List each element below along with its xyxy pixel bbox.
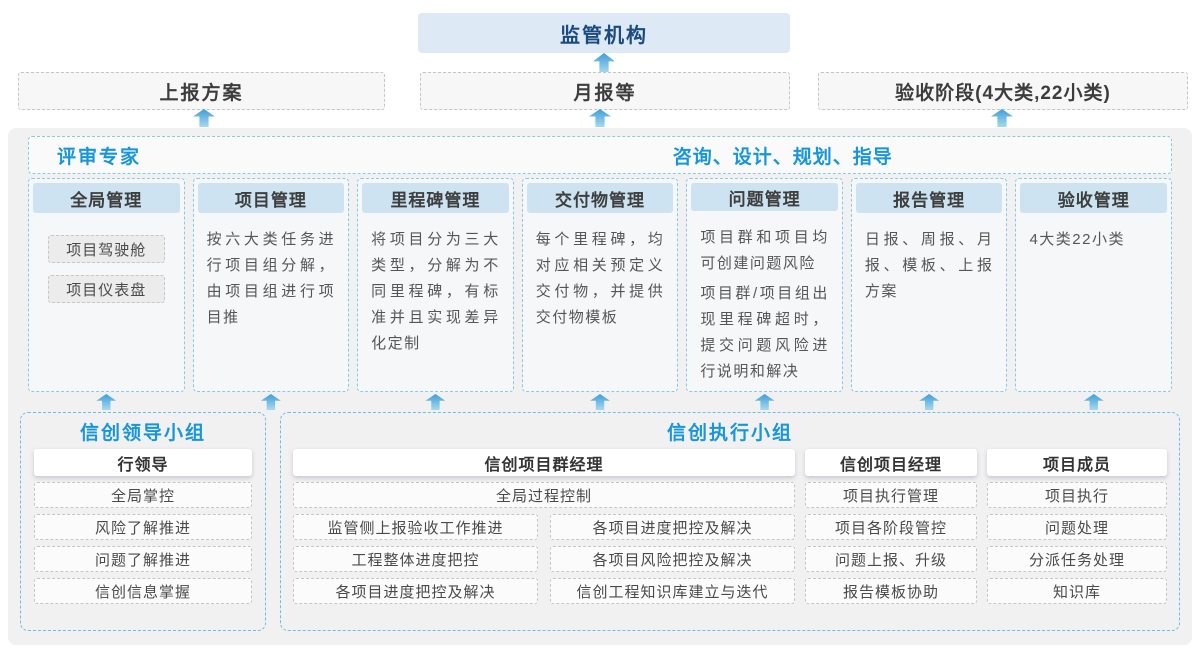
- main-container: 评审专家 咨询、设计、规划、指导 全局管理 项目驾驶舱 项目仪表盘 项目管理 按…: [8, 128, 1192, 645]
- report-box-monthly: 月报等: [420, 72, 790, 110]
- execution-group: 信创执行小组 信创项目群经理 全局过程控制 监管侧上报验收工作推进 各项目进度把…: [280, 412, 1180, 631]
- duty-item: 工程整体进度把控: [293, 546, 538, 572]
- duty-item: 知识库: [987, 578, 1167, 604]
- report-box-acceptance: 验收阶段(4大类,22小类): [818, 72, 1188, 110]
- column-description: 按六大类任务进行项目组分解，由项目组进行项目推: [206, 231, 336, 326]
- column-milestone-mgmt: 里程碑管理 将项目分为三大类型，分解为不同里程碑，有标准并且实现差异化定制: [357, 178, 514, 392]
- project-member-subgroup: 项目成员 项目执行 问题处理 分派任务处理 知识库: [987, 449, 1167, 604]
- column-description: 将项目分为三大类型，分解为不同里程碑，有标准并且实现差异化定制: [371, 231, 500, 352]
- role-pill-bank-leader: 行领导: [34, 449, 252, 476]
- leadership-group-title: 信创领导小组: [79, 422, 206, 444]
- program-manager-subgroup: 信创项目群经理 全局过程控制 监管侧上报验收工作推进 各项目进度把控及解决 工程…: [293, 449, 795, 604]
- up-arrow-icon: [593, 53, 615, 73]
- feature-item: 项目驾驶舱: [48, 235, 165, 263]
- column-description: 项目群和项目均可创建问题风险: [700, 229, 829, 272]
- column-title: 里程碑管理: [362, 183, 509, 213]
- column-arrows: [28, 394, 1172, 410]
- column-title: 项目管理: [197, 183, 345, 213]
- report-box-plan: 上报方案: [18, 72, 385, 110]
- up-arrow-icon: [754, 394, 775, 410]
- duty-item: 信创工程知识库建立与迭代: [550, 578, 795, 604]
- up-arrow-icon: [96, 394, 117, 410]
- column-description: 项目群/项目组出现里程碑超时，提交问题风险进行说明和解决: [700, 285, 829, 380]
- feature-item: 项目仪表盘: [48, 275, 165, 303]
- role-pill-project-manager: 信创项目经理: [805, 449, 977, 476]
- duty-item: 全局掌控: [34, 482, 252, 508]
- column-description: 4大类22小类: [1029, 231, 1125, 248]
- column-title: 交付物管理: [526, 183, 674, 213]
- duty-item: 问题处理: [987, 514, 1167, 540]
- column-report-mgmt: 报告管理 日报、周报、月报、模板、上报方案: [850, 178, 1008, 392]
- duty-item: 问题上报、升级: [805, 546, 977, 572]
- duty-item: 各项目进度把控及解决: [293, 578, 538, 604]
- column-description: 每个里程碑，均对应相关预定义交付物，并提供交付物模板: [535, 231, 665, 326]
- duty-item: 各项目进度把控及解决: [550, 514, 795, 540]
- duty-item: 问题了解推进: [34, 546, 252, 572]
- experts-label: 评审专家: [57, 146, 142, 168]
- column-acceptance-mgmt: 验收管理 4大类22小类: [1015, 178, 1173, 392]
- column-title: 验收管理: [1020, 183, 1168, 213]
- duty-item: 分派任务处理: [987, 546, 1167, 572]
- project-manager-subgroup: 信创项目经理 项目执行管理 项目各阶段管控 问题上报、升级 报告模板协助: [805, 449, 977, 604]
- duty-item: 项目执行管理: [805, 482, 977, 508]
- duty-item: 风险了解推进: [34, 514, 252, 540]
- duty-item: 项目执行: [987, 482, 1167, 508]
- regulator-box: 监管机构: [418, 13, 790, 53]
- duty-item: 报告模板协助: [805, 578, 977, 604]
- up-arrow-icon: [1083, 394, 1104, 410]
- consulting-label: 咨询、设计、规划、指导: [672, 146, 893, 168]
- execution-group-title: 信创执行小组: [666, 422, 793, 444]
- up-arrow-icon: [991, 109, 1013, 127]
- role-pill-project-member: 项目成员: [987, 449, 1167, 476]
- leadership-group: 信创领导小组 行领导 全局掌控 风险了解推进 问题了解推进 信创信息掌握: [20, 412, 266, 631]
- duty-item: 监管侧上报验收工作推进: [293, 514, 538, 540]
- management-columns: 全局管理 项目驾驶舱 项目仪表盘 项目管理 按六大类任务进行项目组分解，由项目组…: [28, 178, 1173, 392]
- column-description: 日报、周报、月报、模板、上报方案: [864, 231, 994, 300]
- duty-item: 项目各阶段管控: [805, 514, 977, 540]
- up-arrow-icon: [589, 109, 611, 127]
- experts-header-strip: 评审专家 咨询、设计、规划、指导: [28, 136, 1172, 174]
- column-title: 问题管理: [691, 183, 838, 211]
- up-arrow-icon: [919, 394, 940, 410]
- up-arrow-icon: [193, 109, 215, 127]
- role-pill-program-manager: 信创项目群经理: [293, 449, 795, 476]
- duty-item: 全局过程控制: [293, 482, 795, 508]
- up-arrow-icon: [590, 394, 611, 410]
- duty-item: 各项目风险把控及解决: [550, 546, 795, 572]
- up-arrow-icon: [425, 394, 446, 410]
- column-deliverable-mgmt: 交付物管理 每个里程碑，均对应相关预定义交付物，并提供交付物模板: [521, 178, 679, 392]
- up-arrow-icon: [260, 394, 281, 410]
- column-project-mgmt: 项目管理 按六大类任务进行项目组分解，由项目组进行项目推: [192, 178, 350, 392]
- column-issue-mgmt: 问题管理 项目群和项目均可创建问题风险 项目群/项目组出现里程碑超时，提交问题风…: [686, 178, 843, 392]
- column-global-mgmt: 全局管理 项目驾驶舱 项目仪表盘: [28, 178, 185, 392]
- column-title: 报告管理: [855, 183, 1003, 213]
- duty-item: 信创信息掌握: [34, 578, 252, 604]
- column-title: 全局管理: [33, 183, 180, 213]
